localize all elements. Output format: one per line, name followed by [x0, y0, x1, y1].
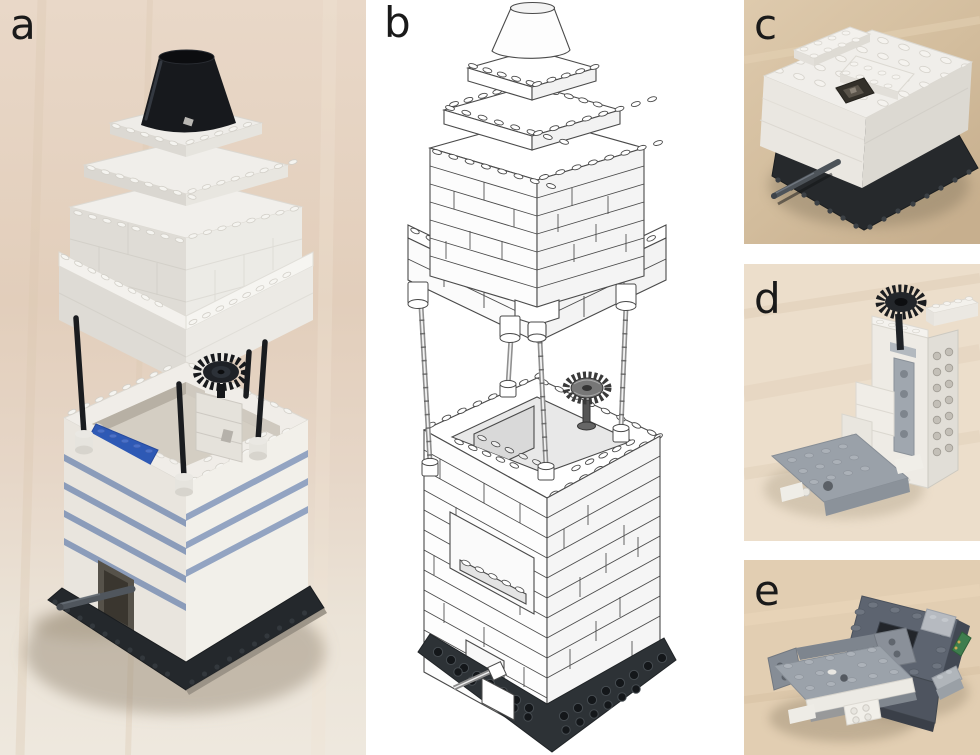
photo-assembled-tower [0, 0, 366, 755]
panel-c-label: c [754, 0, 778, 49]
support-rods [73, 315, 268, 480]
black-cone [141, 49, 236, 133]
collar-plate [58, 251, 314, 384]
d-gear [875, 284, 927, 351]
panel-d-label: d [754, 274, 781, 323]
e-white-brick [843, 698, 882, 726]
c-opening [835, 77, 875, 104]
b-rods [407, 281, 637, 481]
panel-e: e [744, 560, 980, 755]
crank-axle [56, 585, 136, 611]
b-gear [562, 371, 612, 431]
panel-a-label: a [10, 0, 36, 49]
panel-d: d [744, 264, 980, 541]
c-crank-axle [771, 159, 841, 206]
baseplate [47, 585, 327, 695]
photo-mechanism [744, 264, 980, 541]
b-cone [491, 1, 571, 59]
d-baseplate [770, 433, 924, 516]
photo-housing [744, 0, 980, 244]
e-tray [767, 627, 917, 726]
rod-feet [75, 430, 267, 497]
e-gray-brick-top [920, 608, 957, 638]
panel-a: a [0, 0, 366, 755]
panel-b-label: b [384, 0, 411, 47]
b-step-plates [442, 49, 658, 151]
panel-c: c [744, 0, 980, 244]
panel-b: b [374, 0, 737, 755]
c-raised-brick-1 [792, 26, 872, 66]
d-top-brick [924, 296, 980, 326]
e-circuit-board [951, 631, 972, 657]
b-axle [452, 661, 507, 691]
technic-holes [932, 347, 954, 457]
b-baseplate [417, 633, 677, 753]
cad-drawing-tower [374, 0, 737, 755]
photo-motor-parts [744, 560, 980, 755]
panel-e-label: e [754, 566, 780, 615]
